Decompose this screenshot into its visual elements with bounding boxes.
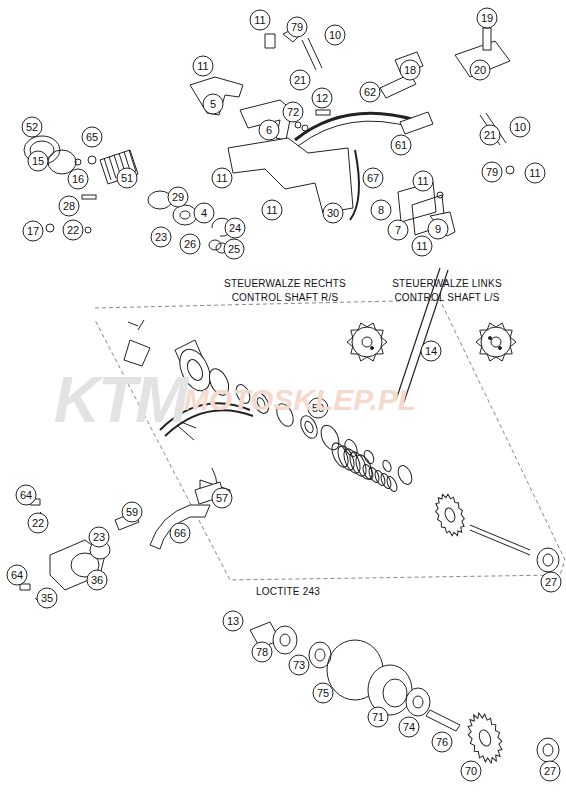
callout-number: 26 [180, 234, 201, 255]
callout-number: 11 [250, 10, 271, 31]
callout-number: 71 [368, 707, 389, 728]
callout-number: 36 [87, 570, 108, 591]
callout-number: 10 [325, 25, 346, 46]
callout-number: 11 [193, 56, 214, 77]
callout-number: 13 [223, 611, 244, 632]
callout-number: 35 [37, 588, 58, 609]
callout-number: 24 [225, 218, 246, 239]
callout-number: 73 [289, 655, 310, 676]
callout-number: 64 [16, 485, 37, 506]
callout-number: 5 [203, 94, 224, 115]
callout-number: 66 [170, 523, 191, 544]
callout-number: 76 [432, 732, 453, 753]
callout-number: 78 [252, 642, 273, 663]
callout-number: 8 [371, 200, 392, 221]
callout-number: 51 [117, 168, 138, 189]
callout-number: 23 [89, 527, 110, 548]
callout-number: 57 [212, 488, 233, 509]
callout-number: 64 [7, 565, 28, 586]
callout-number: 29 [168, 187, 189, 208]
callout-number: 12 [312, 88, 333, 109]
callout-number: 79 [287, 17, 308, 38]
callout-number: 18 [400, 60, 421, 81]
callout-number: 11 [212, 168, 233, 189]
callout-number: 79 [482, 162, 503, 183]
note-text: STEUERWALZE RECHTS [224, 278, 346, 289]
callout-number: 20 [470, 60, 491, 81]
callout-number: 17 [23, 221, 44, 242]
callout-number: 23 [151, 227, 172, 248]
callout-number: 11 [525, 163, 546, 184]
watermark: KTM [54, 363, 187, 437]
callout-number: 6 [259, 120, 280, 141]
note-text: LOCTITE 243 [256, 586, 320, 597]
callout-number: 62 [360, 82, 381, 103]
callout-number: 27 [541, 572, 562, 593]
callout-number: 11 [413, 171, 434, 192]
callout-number: 27 [540, 761, 561, 782]
callout-number: 11 [412, 236, 433, 257]
callout-number: 9 [428, 219, 449, 240]
callout-number: 61 [391, 135, 412, 156]
callout-number: 10 [510, 117, 531, 138]
callout-number: 22 [28, 513, 49, 534]
callout-number: 59 [122, 502, 143, 523]
callout-number: 11 [262, 200, 283, 221]
callout-number: 14 [421, 341, 442, 362]
callout-number: 75 [313, 683, 334, 704]
callout-number: 70 [461, 761, 482, 782]
callout-number: 28 [59, 196, 80, 217]
callout-number: 52 [22, 117, 43, 138]
callout-number: 22 [63, 220, 84, 241]
watermark: MOTOSKLEP.PL [184, 383, 416, 417]
callout-number: 15 [28, 151, 49, 172]
callout-number: 16 [68, 169, 89, 190]
note-text: STEUERWALZE LINKS [392, 278, 502, 289]
callout-number: 30 [323, 203, 344, 224]
callout-number: 19 [477, 8, 498, 29]
callout-number: 25 [224, 239, 245, 260]
callout-number: 7 [388, 220, 409, 241]
callout-number: 65 [82, 127, 103, 148]
callout-number: 72 [283, 102, 304, 123]
note-text: CONTROL SHAFT R/S [232, 292, 339, 303]
callout-number: 4 [194, 203, 215, 224]
note-text: CONTROL SHAFT L/S [394, 292, 499, 303]
callout-number: 21 [290, 70, 311, 91]
callout-number: 67 [363, 168, 384, 189]
callout-number: 74 [399, 717, 420, 738]
callout-number: 21 [480, 125, 501, 146]
